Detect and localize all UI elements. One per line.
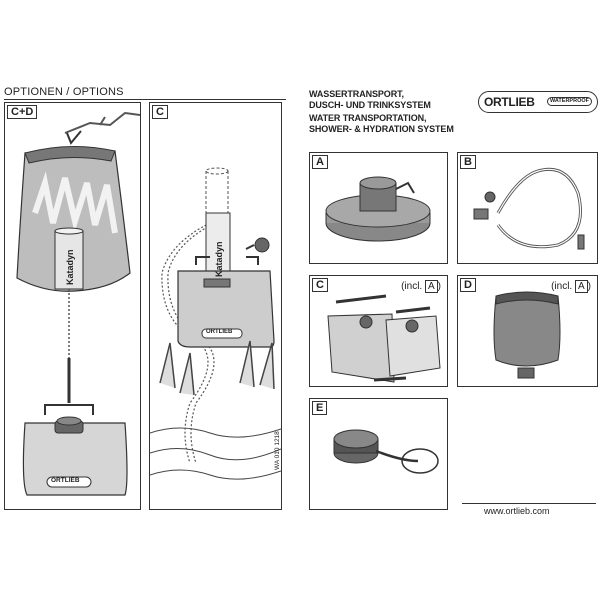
panel-d-incl-suffix: ): [587, 281, 591, 292]
panel-a-label: A: [312, 155, 328, 169]
panel-c-small-includes: (incl. A): [401, 280, 441, 293]
website-url: www.ortlieb.com: [484, 506, 550, 516]
panel-cd-illustration: [16, 111, 140, 496]
heading-en-line1: WATER TRANSPORTATION,: [309, 113, 427, 123]
panel-d: D (incl. A): [457, 275, 598, 387]
panel-e-illustration: [333, 429, 439, 474]
panel-b-illustration: [473, 167, 585, 250]
logo-badge: WATERPROOF: [546, 97, 592, 106]
panel-c-large: C Katadyn ORTLIEB: [149, 102, 282, 510]
panel-e-label: E: [312, 401, 328, 415]
panel-c-small: C (incl. A): [309, 275, 448, 387]
panel-c-small-illustration: [327, 294, 441, 383]
panel-cd: C+D Katadyn ORTLIEB: [4, 102, 141, 510]
panel-d-incl-prefix: (incl.: [551, 281, 573, 292]
panel-d-label: D: [460, 278, 476, 292]
footer-rule: [462, 503, 596, 504]
ortlieb-logo: ORTLIEB WATERPROOF: [478, 91, 598, 113]
panel-a-illustration: [325, 176, 431, 242]
panel-c-small-incl-ref: A: [424, 280, 438, 293]
panel-d-incl-ref: A: [574, 280, 588, 293]
panel-cd-filter-label: Katadyn: [65, 249, 75, 285]
panel-cd-bag-brand: ORTLIEB: [51, 477, 80, 484]
panel-c-large-bag-brand: ORTLIEB: [206, 329, 233, 335]
panel-a: A: [309, 152, 448, 264]
panel-d-includes: (incl. A): [551, 280, 591, 293]
document-code: WA 010 1218: [274, 431, 281, 470]
panel-b-label: B: [460, 155, 476, 169]
heading-de-line1: WASSERTRANSPORT,: [309, 89, 404, 99]
panel-c-small-incl-suffix: ): [437, 281, 441, 292]
heading-en-line2: SHOWER- & HYDRATION SYSTEM: [309, 124, 454, 134]
logo-brand: ORTLIEB: [484, 95, 535, 109]
panel-c-large-label: C: [152, 105, 168, 119]
panel-b: B: [457, 152, 598, 264]
panel-d-illustration: [493, 291, 561, 379]
panel-e: E: [309, 398, 448, 510]
panel-cd-label: C+D: [7, 105, 38, 119]
panel-c-large-illustration: [150, 167, 281, 480]
heading-de-line2: DUSCH- UND TRINKSYSTEM: [309, 100, 431, 110]
panel-c-small-incl-prefix: (incl.: [401, 281, 423, 292]
panel-c-large-filter-label: Katadyn: [214, 241, 224, 277]
panel-c-small-label: C: [312, 278, 328, 292]
section-title: OPTIONEN / OPTIONS: [4, 86, 286, 100]
